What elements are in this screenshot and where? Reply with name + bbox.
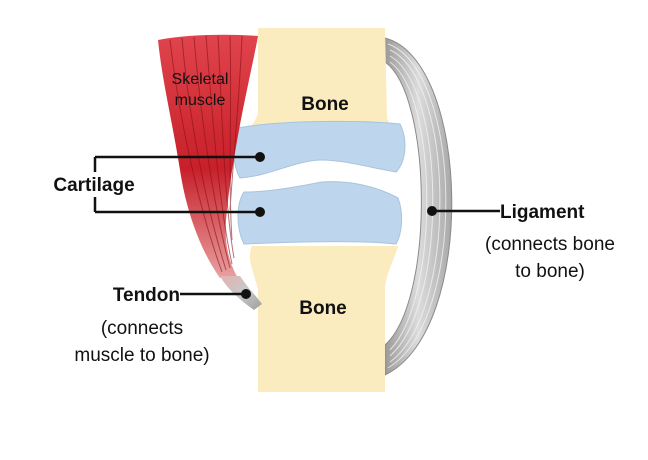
skeletal-muscle-label-line2: muscle — [175, 92, 226, 109]
cartilage-label: Cartilage — [53, 175, 134, 196]
ligament-desc-line2: to bone) — [515, 261, 585, 282]
upper-bone-label: Bone — [301, 94, 349, 115]
cartilage-dot-bottom — [255, 207, 265, 217]
cartilage-dot-top — [255, 152, 265, 162]
ligament-desc-line1: (connects bone — [485, 234, 615, 255]
lower-cartilage — [237, 181, 403, 245]
upper-bone — [245, 28, 400, 138]
upper-cartilage — [233, 120, 406, 179]
ligament-label: Ligament — [500, 202, 585, 223]
skeletal-muscle-label-line1: Skeletal — [172, 71, 229, 88]
tendon-desc-line2: muscle to bone) — [74, 345, 209, 366]
lower-bone — [249, 246, 398, 392]
cartilage-callout — [93, 155, 260, 214]
ligament-dot — [427, 206, 437, 216]
tendon-dot — [241, 289, 251, 299]
tendon-desc-line1: (connects — [101, 318, 183, 339]
tendon-label: Tendon — [113, 285, 180, 306]
lower-bone-label: Bone — [299, 298, 347, 319]
ligament — [384, 37, 453, 376]
